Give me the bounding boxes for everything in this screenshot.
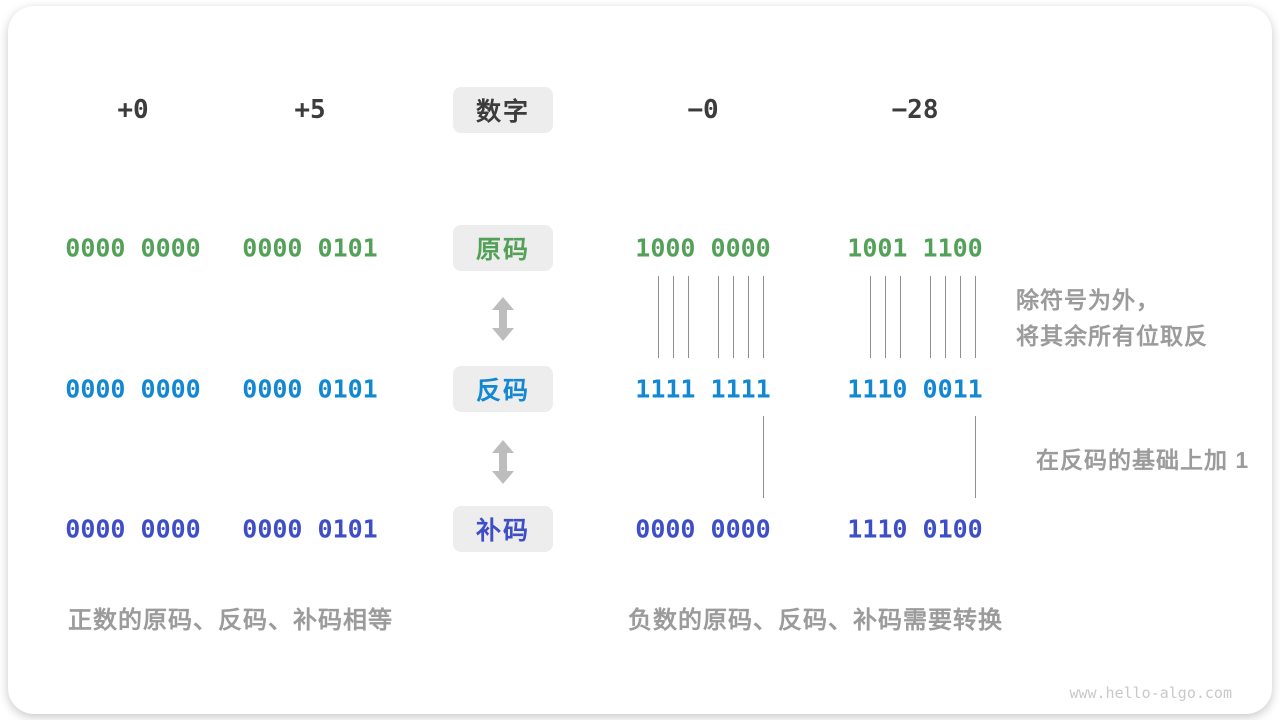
bit-flip-line	[930, 276, 931, 358]
code-label-box-twos-complement: 补码	[453, 506, 553, 552]
diagram-card: +0 +5 数字 −0 −28 0000 0000 0000 0101 原码 1…	[8, 6, 1272, 714]
updown-arrow-icon	[491, 440, 515, 484]
header-number-label: 数字	[475, 98, 530, 126]
caption-negative: 负数的原码、反码、补码需要转换	[628, 607, 1003, 634]
code-label-twos-complement: 补码	[475, 517, 530, 545]
caption-positive: 正数的原码、反码、补码相等	[68, 607, 393, 634]
add-one-line	[975, 416, 976, 498]
binary-value: 0000 0000	[65, 514, 201, 544]
header-minus-twenty-eight: −28	[891, 95, 939, 125]
binary-value: 0000 0101	[242, 514, 378, 544]
binary-value: 1000 0000	[635, 233, 771, 263]
binary-value: 0000 0101	[242, 233, 378, 263]
code-label-sign-magnitude: 原码	[475, 236, 530, 264]
updown-arrow-icon	[491, 297, 515, 341]
header-number-box: 数字	[453, 87, 553, 133]
note-add-one: 在反码的基础上加 1	[1036, 447, 1250, 473]
binary-value: 0000 0000	[65, 233, 201, 263]
bit-flip-line	[945, 276, 946, 358]
bit-flip-line	[960, 276, 961, 358]
watermark: www.hello-algo.com	[1069, 684, 1232, 702]
binary-value: 1110 0011	[847, 374, 983, 404]
code-label-ones-complement: 反码	[475, 377, 530, 405]
bit-flip-line	[673, 276, 674, 358]
bit-flip-line	[733, 276, 734, 358]
bit-flip-line	[688, 276, 689, 358]
code-label-box-sign-magnitude: 原码	[453, 225, 553, 271]
bit-flip-line	[870, 276, 871, 358]
header-minus-zero: −0	[687, 95, 719, 125]
add-one-line	[763, 416, 764, 498]
note-flip-bits-line2: 将其余所有位取反	[1016, 323, 1208, 349]
binary-value: 0000 0000	[635, 514, 771, 544]
note-flip-bits: 除符号为外， 将其余所有位取反	[1016, 282, 1208, 354]
note-flip-bits-line1: 除符号为外，	[1016, 287, 1160, 313]
binary-value: 0000 0000	[65, 374, 201, 404]
bit-flip-line	[748, 276, 749, 358]
header-plus-zero: +0	[117, 95, 149, 125]
binary-value: 1110 0100	[847, 514, 983, 544]
bit-flip-line	[885, 276, 886, 358]
binary-value: 0000 0101	[242, 374, 378, 404]
bit-flip-line	[975, 276, 976, 358]
binary-value: 1111 1111	[635, 374, 771, 404]
binary-value: 1001 1100	[847, 233, 983, 263]
bit-flip-line	[900, 276, 901, 358]
bit-flip-line	[658, 276, 659, 358]
bit-flip-line	[718, 276, 719, 358]
bit-flip-line	[763, 276, 764, 358]
header-plus-five: +5	[294, 95, 326, 125]
code-label-box-ones-complement: 反码	[453, 366, 553, 412]
